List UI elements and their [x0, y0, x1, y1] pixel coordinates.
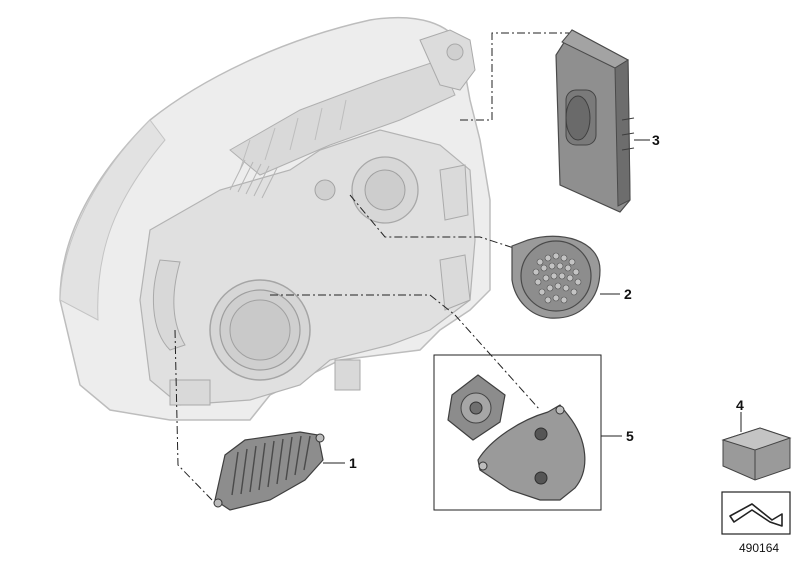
leader-lines [174, 32, 575, 501]
callout-5: 5 [626, 428, 634, 444]
part-5-group [433, 354, 622, 511]
part-3-control-unit [555, 29, 650, 213]
part-2-led-module [511, 235, 620, 319]
callout-1: 1 [349, 455, 357, 471]
heat-plate [477, 404, 586, 501]
callout-4: 4 [736, 397, 744, 413]
callout-2: 2 [624, 286, 632, 302]
part-1-ballast [213, 431, 345, 511]
headlight-housing [59, 16, 491, 421]
part-4-box [721, 412, 792, 481]
diagram-reference-number: 490164 [739, 541, 780, 555]
callout-3: 3 [652, 132, 660, 148]
reference-symbol [721, 491, 791, 535]
fan [447, 374, 506, 441]
